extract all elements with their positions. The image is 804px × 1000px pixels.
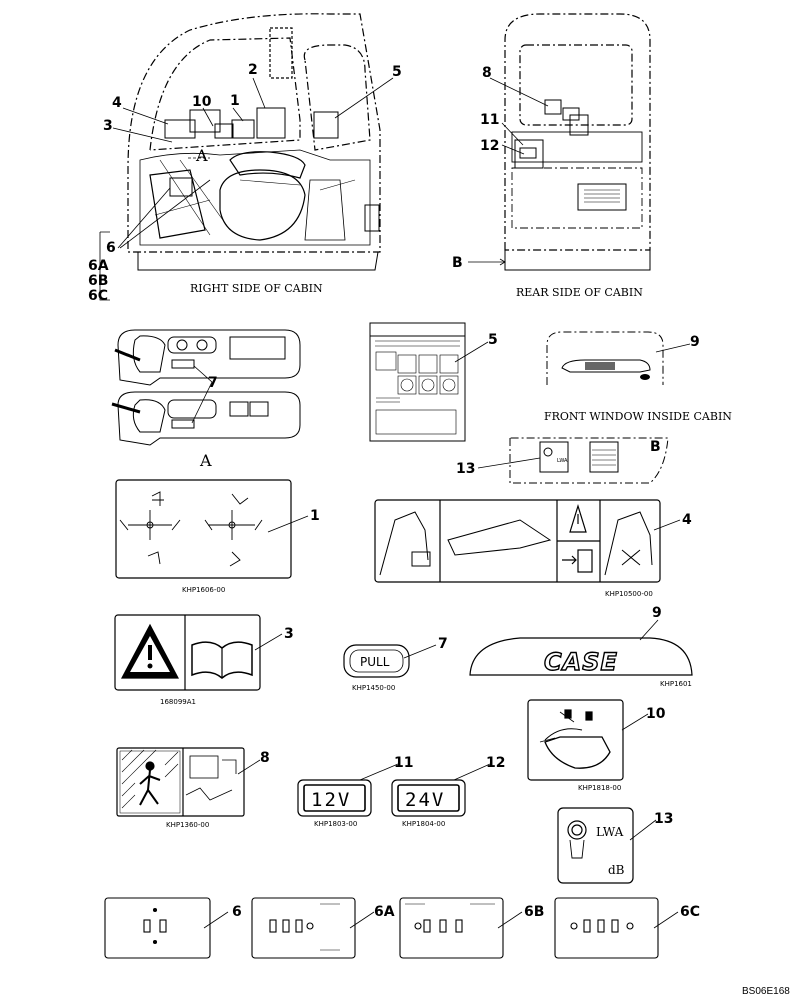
leader-6a-b [349,911,375,929]
right-side-cabin-view [127,13,381,271]
callout-6c-top: 6C [88,288,108,304]
right-side-leaders [99,77,394,301]
decal-6 [104,897,211,959]
leader-6c-b [653,911,679,929]
callout-6b-bottom: 6B [524,904,544,920]
callout-9: 9 [652,605,662,621]
callout-5-top: 5 [392,64,402,80]
code-d9: KHP1601 [660,680,692,688]
view-a-label-upper: A [195,146,208,165]
voltage-24v-text: 24V [405,789,445,811]
callout-12: 12 [486,755,505,771]
callout-6-bottom: 6 [232,904,242,920]
leader-9-mid [655,343,691,353]
view-b-label-right: B [650,439,661,455]
leader-8 [237,759,261,775]
callout-5-mid: 5 [488,332,498,348]
caption-front-window: FRONT WINDOW INSIDE CABIN [544,410,732,423]
decal-4-warning-strip [374,499,661,583]
callout-10-top: 10 [192,94,212,110]
callout-9-mid: 9 [690,334,700,350]
decal-6b [399,897,504,959]
view-b-label-left: B [452,255,463,271]
callout-8: 8 [260,750,270,766]
callout-4: 4 [682,512,692,528]
callout-10: 10 [646,706,666,722]
callout-7-mid: 7 [208,375,218,391]
view-a-label-lower: A [199,451,212,470]
decal-7-pull [343,644,410,678]
leader-5-mid [454,341,489,363]
leader-4 [653,519,681,531]
callout-6b-top: 6B [88,273,108,289]
db-text: dB [608,863,625,877]
decal-3-read-manual [114,614,261,691]
callout-12-top: 12 [480,138,499,154]
figure-reference: BS06E168 [742,986,790,997]
leader-13-mid [477,457,541,469]
callout-6a-top: 6A [88,258,109,274]
code-d12: KHP1804-00 [402,820,445,828]
voltage-12v-text: 12V [311,789,351,811]
leader-7 [403,644,437,659]
code-d10: KHP1818-00 [578,784,621,792]
front-window-view [546,331,664,385]
lwa-small-text: LWA [557,458,568,464]
view-b-rear-panel [509,437,669,484]
callout-7: 7 [438,636,448,652]
code-d3: 168099A1 [160,698,196,706]
callout-13: 13 [654,811,673,827]
code-d1: KHP1606-00 [182,586,225,594]
callout-13-mid: 13 [456,461,475,477]
callout-11: 11 [394,755,413,771]
callout-6-top: 6 [106,240,116,256]
callout-6c-bottom: 6C [680,904,700,920]
callout-4-top: 4 [112,95,122,111]
decal-1-joystick-pattern [115,479,292,579]
decal-13-sound-power [557,807,634,884]
leader-3 [254,633,283,651]
callout-8-top: 8 [482,65,492,81]
callout-2-top: 2 [248,62,258,78]
caption-rear-side: REAR SIDE OF CABIN [516,286,643,299]
caption-right-side: RIGHT SIDE OF CABIN [190,282,323,295]
pull-text: PULL [360,655,390,669]
view-a-leaders [191,365,213,424]
lwa-text: LWA [596,825,624,839]
callout-6a-bottom: 6A [374,904,395,920]
leader-6-b [203,911,229,929]
code-d7: KHP1450-00 [352,684,395,692]
case-logo-text: CASE [544,648,618,676]
leader-6b-b [497,911,523,929]
code-d8: KHP1360-00 [166,821,209,829]
decal-8-emergency-exit [116,747,245,817]
code-d11: KHP1803-00 [314,820,357,828]
code-d4: KHP10500-00 [605,590,653,598]
decal-12-24v [391,779,466,817]
rear-side-cabin-view [504,13,651,271]
leader-12 [453,763,491,781]
callout-3: 3 [284,626,294,642]
decal-6a [251,897,356,959]
decal-5-instructions [369,322,466,442]
leader-10 [621,713,649,731]
leader-1 [267,515,309,533]
callout-1: 1 [310,508,320,524]
callout-1-top: 1 [230,93,240,109]
leader-13 [629,819,657,841]
view-a-joysticks [111,329,301,446]
decal-6c [554,897,659,959]
callout-11-top: 11 [480,112,499,128]
callout-3-top: 3 [103,118,113,134]
leader-11 [359,763,399,781]
rear-side-leaders [468,77,549,266]
decal-10-cab-tilt [527,699,624,781]
leader-9 [639,619,659,641]
text-layer: RIGHT SIDE OF CABIN REAR SIDE OF CABIN F… [88,62,790,997]
decal-11-12v [297,779,372,817]
decal-9-case-logo [469,637,693,676]
